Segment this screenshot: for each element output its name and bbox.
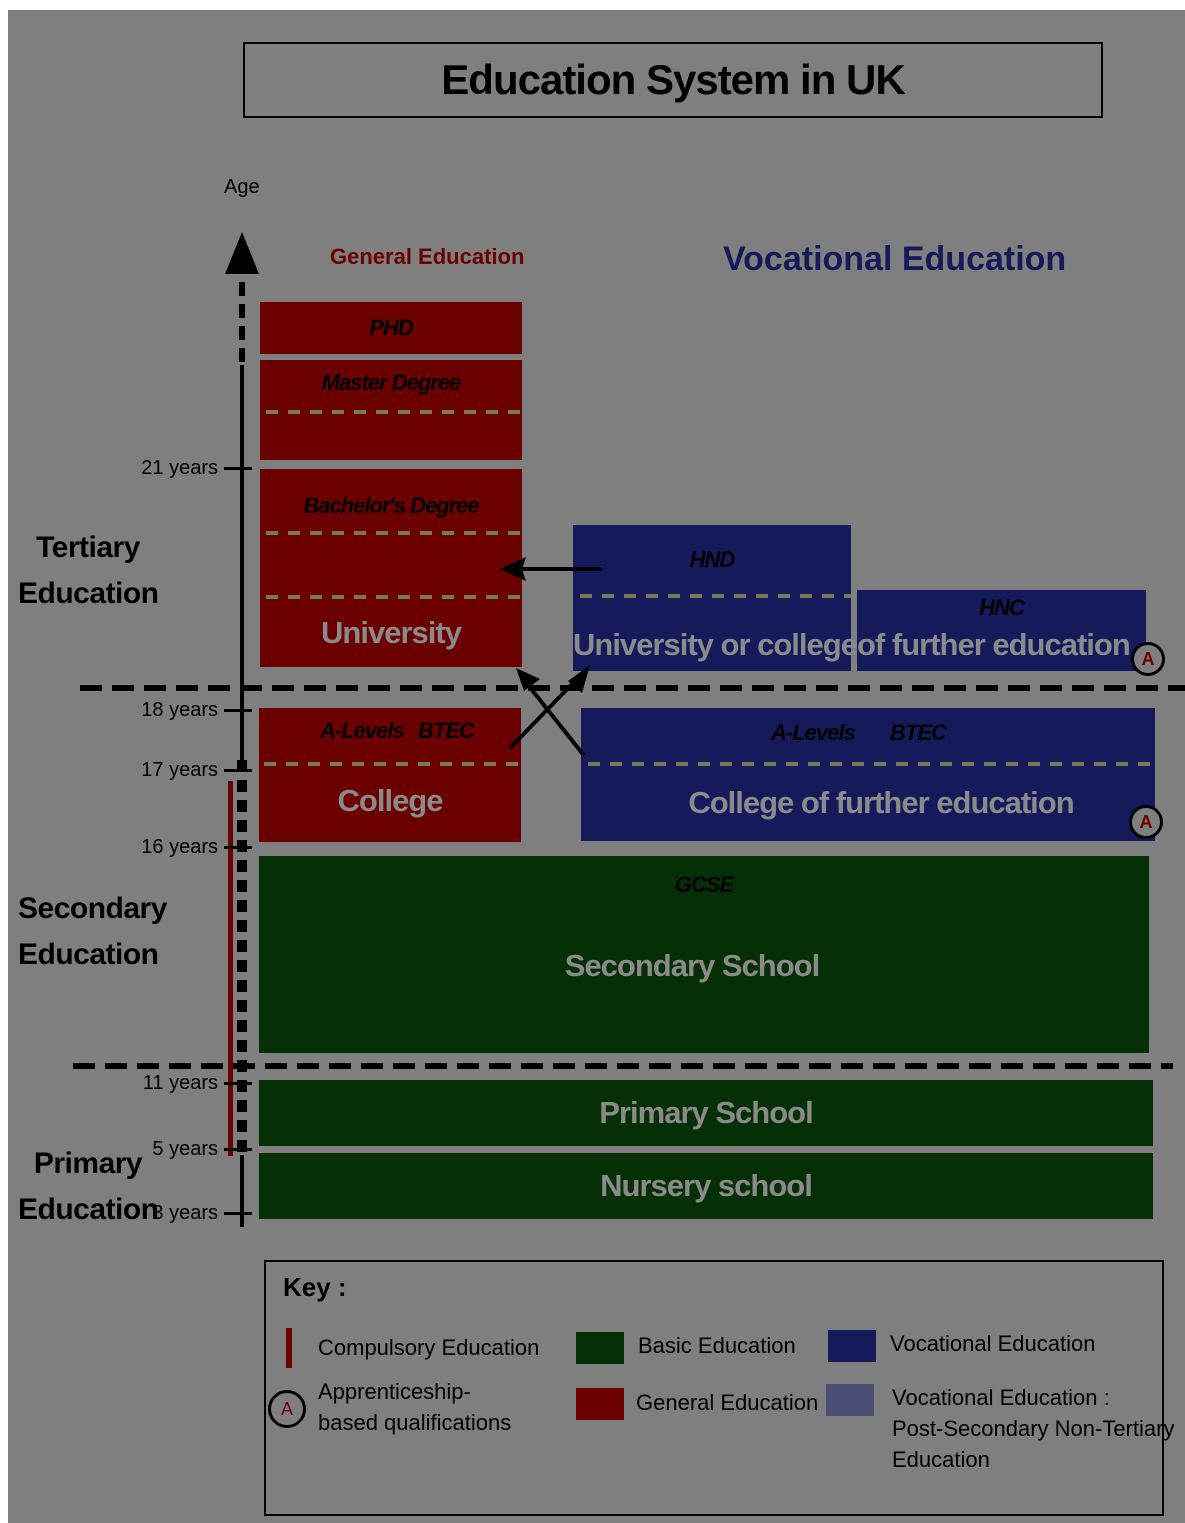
alevels-left-label: A-Levels — [320, 718, 405, 743]
uni-or-college-label: University or college — [573, 627, 858, 662]
vocational-key-swatch — [828, 1330, 876, 1362]
hnc-block — [857, 590, 1146, 671]
tick-11 — [224, 1082, 252, 1085]
key-box — [264, 1260, 1164, 1516]
college-block — [259, 708, 521, 842]
nursery-school-label: Nursery school — [600, 1168, 813, 1203]
tick-21 — [224, 467, 252, 470]
basic-key-swatch — [576, 1332, 624, 1364]
general-key-label: General Education — [636, 1390, 819, 1415]
tick-label-3: 3 years — [152, 1202, 218, 1224]
bachelor-dash-1 — [266, 531, 521, 535]
btec-right-label: BTEC — [890, 720, 947, 745]
tick-label-17: 17 years — [141, 759, 218, 781]
tick-label-21: 21 years — [141, 457, 218, 479]
further-to-university-arrowhead-icon — [516, 668, 540, 691]
hnd-to-university-arrowhead-icon — [500, 557, 526, 581]
college-to-vocational-arrow-line — [508, 678, 578, 750]
university-block: Bachelor's Degree — [260, 469, 522, 667]
pathway-arrows — [500, 557, 602, 755]
diagram-title: Education System in UK — [441, 56, 905, 103]
bachelor-label: Bachelor's Degree — [303, 493, 479, 518]
axis-dashed-mid — [237, 760, 247, 1160]
basic-key-label: Basic Education — [638, 1333, 796, 1358]
tick-label-18: 18 years — [141, 699, 218, 721]
axis-label: Age — [224, 176, 260, 198]
divider-secondary-primary — [73, 1063, 1173, 1069]
tick-5 — [224, 1148, 252, 1151]
axis-line-upper — [240, 365, 244, 765]
title-box: Education System in UK — [243, 42, 1103, 118]
college-further-label: College of further education — [688, 785, 1074, 820]
primary-school-block: Primary School — [259, 1080, 1153, 1146]
axis-dashed-top — [239, 260, 245, 365]
tick-3 — [224, 1212, 252, 1215]
secondary-school-block — [259, 856, 1149, 1053]
hnd-label: HND — [689, 547, 736, 572]
compulsory-bar — [228, 781, 233, 1156]
tick-17 — [224, 769, 252, 772]
hnd-dash — [580, 594, 852, 598]
alevels-right-label: A-Levels — [771, 720, 856, 745]
tick-label-16: 16 years — [141, 836, 218, 858]
tick-16 — [224, 846, 252, 849]
tick-label-11: 11 years — [142, 1072, 218, 1094]
apprenticeship-marker-college: A — [1129, 805, 1163, 839]
university-label: University — [321, 615, 462, 650]
compulsory-key-label: Compulsory Education — [318, 1335, 540, 1360]
general-key-swatch — [576, 1388, 624, 1420]
tick-18 — [224, 709, 252, 712]
key-title: Key : — [283, 1272, 347, 1302]
secondary-school-label: Secondary School — [564, 948, 820, 983]
of-further-education-label: of further education — [857, 627, 1131, 662]
hnc-label: HNC — [979, 595, 1025, 620]
stage-primary: Primary Education — [18, 1147, 159, 1226]
master-dash — [266, 410, 521, 414]
vocational-post-key-label: Vocational Education : Post-Secondary No… — [892, 1385, 1175, 1472]
phd-label: PHD — [369, 315, 413, 340]
stage-tertiary: Tertiary Education — [18, 531, 159, 610]
college-further-block — [581, 708, 1155, 841]
primary-school-label: Primary School — [599, 1095, 813, 1130]
vocational-post-key-swatch — [826, 1384, 874, 1416]
hnd-block — [573, 525, 851, 671]
further-to-university-arrow-line — [526, 683, 587, 755]
college-label: College — [337, 783, 444, 818]
nursery-school-block: Nursery school — [259, 1153, 1153, 1219]
divider-tertiary-secondary — [80, 685, 1185, 691]
college-to-vocational-arrowhead-icon — [568, 665, 590, 693]
bachelor-dash-2 — [266, 595, 521, 599]
vocational-education-heading: Vocational Education — [723, 240, 1067, 278]
college-dash — [264, 762, 519, 766]
apprenticeship-marker-tertiary: A — [1131, 642, 1165, 676]
axis-line-lower — [240, 1155, 244, 1227]
vocational-key-label: Vocational Education — [890, 1331, 1096, 1356]
phd-block: PHD — [260, 302, 522, 354]
apprenticeship-key-icon: A — [268, 1390, 306, 1428]
compulsory-key-swatch — [286, 1328, 292, 1368]
master-label: Master Degree — [321, 370, 462, 395]
diagram-canvas: Education System in UK Age General Educa… — [8, 10, 1185, 1523]
general-education-heading: General Education — [330, 244, 525, 269]
apprenticeship-key-label: Apprenticeship- based qualifications — [318, 1379, 512, 1435]
tick-label-5: 5 years — [152, 1138, 218, 1160]
gcse-label: GCSE — [674, 872, 734, 897]
college-further-dash — [588, 762, 1153, 766]
stage-secondary: Secondary Education — [18, 892, 167, 971]
btec-left-label: BTEC — [418, 718, 475, 743]
